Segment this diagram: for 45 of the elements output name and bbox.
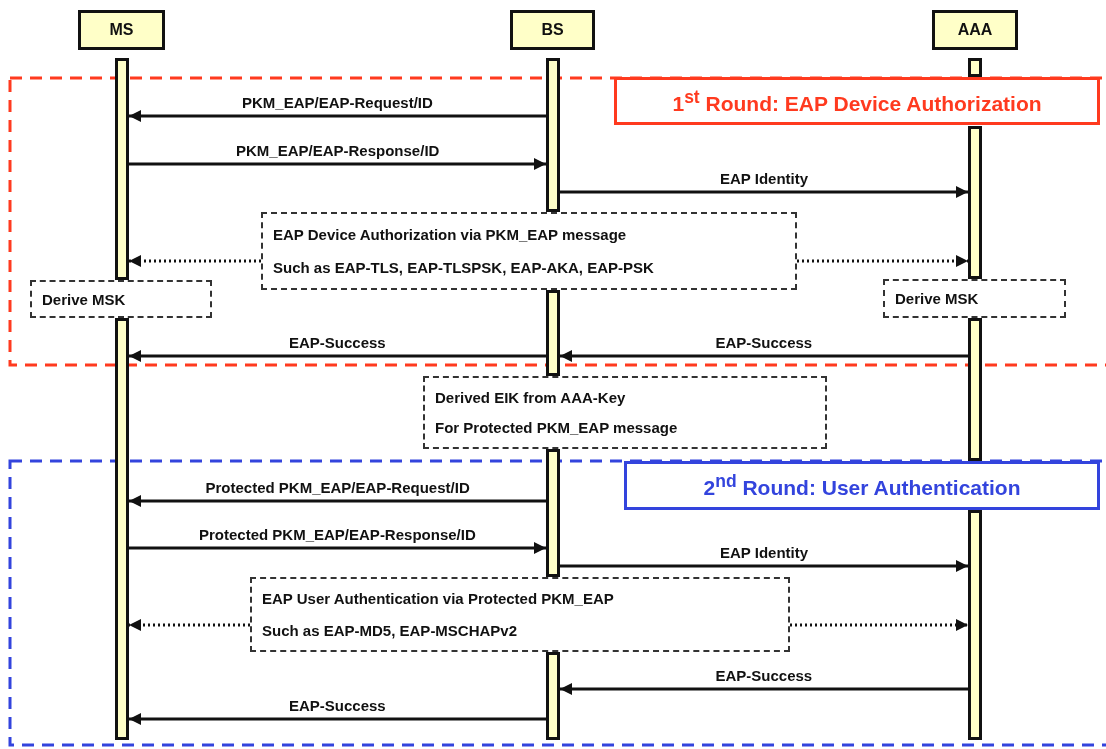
message-arrow	[129, 495, 546, 507]
note-box	[261, 212, 797, 290]
note-box	[30, 280, 212, 318]
lifeline-bar	[546, 58, 560, 212]
note-text: Such as EAP-MD5, EAP-MSCHAPv2	[262, 621, 519, 639]
message-arrow	[129, 158, 546, 170]
message-arrow	[560, 186, 968, 198]
message-arrow	[560, 350, 968, 362]
dotted-arrow	[790, 619, 968, 631]
lifeline-bar	[968, 510, 982, 740]
note-text: Derive MSK	[895, 290, 980, 307]
message-arrow	[560, 560, 968, 572]
round-title-box	[624, 461, 1100, 510]
lifeline-bar	[546, 652, 560, 740]
participant-label: MS	[109, 21, 134, 39]
lifeline-bar	[968, 318, 982, 461]
lifeline-bar	[968, 126, 982, 279]
participant-label: AAA	[957, 21, 993, 39]
note-text: Such as EAP-TLS, EAP-TLSPSK, EAP-AKA, EAP-PSK	[273, 259, 655, 276]
note-text: Derive MSK	[42, 290, 127, 308]
note-box	[250, 577, 790, 652]
message-arrow	[129, 542, 546, 554]
participant-box	[510, 10, 595, 50]
note-text: EAP User Authentication via Protected PKM_EAP	[262, 590, 615, 608]
message-arrow	[129, 110, 546, 122]
round-title: 2$^{nd}$ Round: User Authentication	[703, 471, 1021, 500]
dotted-arrow	[129, 255, 261, 267]
note-text: For Protected PKM_EAP message	[435, 419, 679, 437]
message-arrow	[129, 350, 546, 362]
dotted-arrow	[129, 619, 250, 631]
round-title: 1$^{st}$ Round: EAP Device Authorization	[672, 86, 1042, 116]
note-box	[883, 279, 1066, 318]
lifeline-bar	[115, 318, 129, 740]
participant-box	[78, 10, 165, 50]
note-text: EAP Device Authorization via PKM_EAP message	[273, 226, 628, 243]
participant-label: BS	[541, 21, 564, 39]
note-box	[423, 376, 827, 449]
note-text: Derived EIK from AAA-Key	[435, 388, 627, 406]
lifeline-bar	[115, 58, 129, 280]
lifeline-bar	[546, 449, 560, 577]
message-arrow	[560, 683, 968, 695]
round-title-box	[614, 77, 1100, 125]
message-arrow	[129, 713, 546, 725]
lifeline-bar	[546, 290, 560, 376]
participant-box	[932, 10, 1018, 50]
